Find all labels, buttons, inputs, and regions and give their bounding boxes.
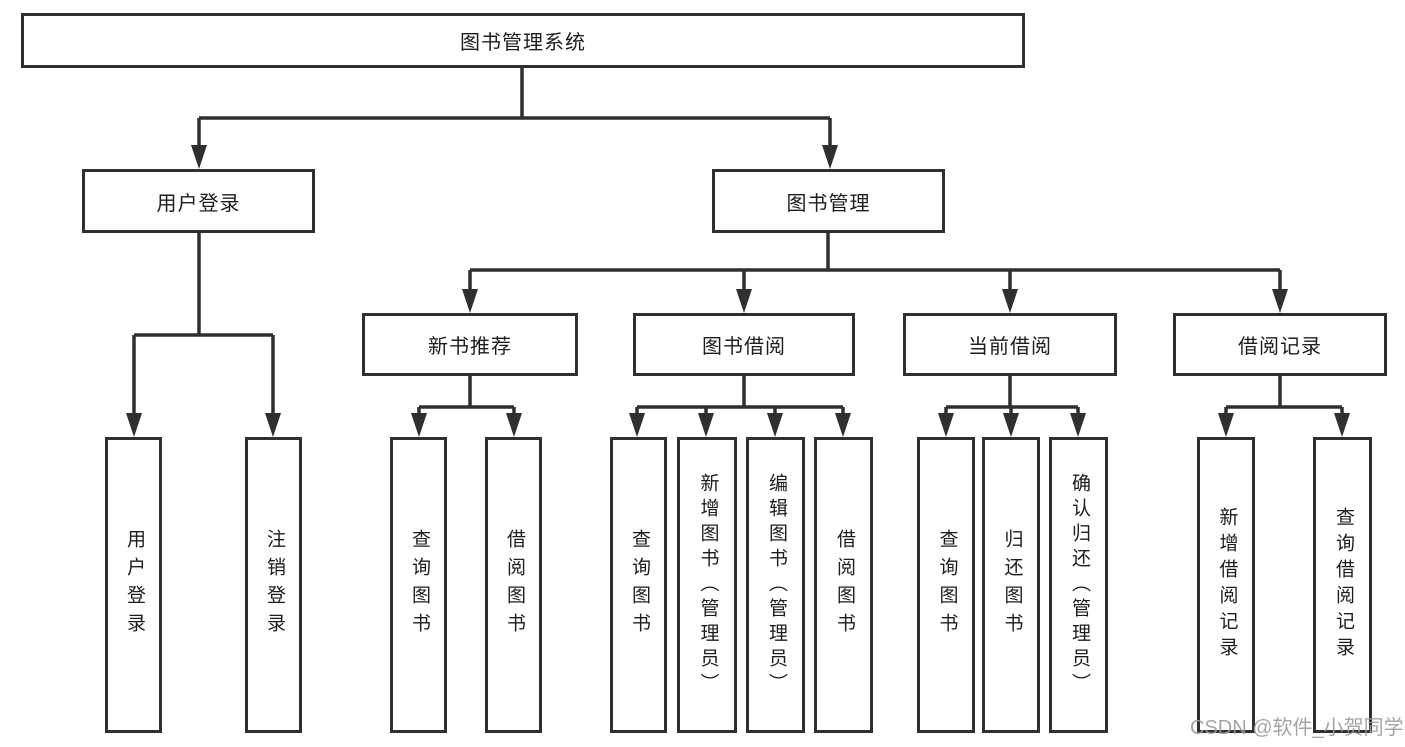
- arrow-down-icon: [411, 413, 427, 437]
- arrow-down-icon: [506, 413, 522, 437]
- arrow-down-icon: [822, 145, 838, 169]
- arrow-down-icon: [629, 413, 645, 437]
- node-borrow-records: 借阅记录: [1173, 313, 1387, 376]
- leaf-return-book: 归还图书: [982, 437, 1040, 733]
- arrow-down-icon: [126, 413, 142, 437]
- arrow-down-icon: [462, 289, 478, 313]
- arrow-down-icon: [767, 413, 783, 437]
- arrow-down-icon: [1218, 413, 1234, 437]
- arrow-down-icon: [1070, 413, 1086, 437]
- node-book-borrow: 图书借阅: [633, 313, 855, 376]
- leaf-edit-book-admin: 编辑图书（管理员）: [746, 437, 805, 733]
- node-new-book-recommend: 新书推荐: [362, 313, 578, 376]
- node-book-management: 图书管理: [712, 169, 945, 233]
- node-current-borrow: 当前借阅: [903, 313, 1117, 376]
- leaf-borrow-book-2: 借阅图书: [814, 437, 873, 733]
- leaf-logout: 注销登录: [245, 437, 302, 733]
- arrow-down-icon: [1003, 413, 1019, 437]
- leaf-query-book-2: 查询图书: [610, 437, 667, 733]
- arrow-down-icon: [835, 413, 851, 437]
- arrow-down-icon: [1272, 289, 1288, 313]
- leaf-borrow-book-1: 借阅图书: [485, 437, 542, 733]
- arrow-down-icon: [265, 413, 281, 437]
- leaf-query-book-3: 查询图书: [917, 437, 975, 733]
- leaf-query-book-1: 查询图书: [390, 437, 447, 733]
- leaf-query-borrow-record: 查询借阅记录: [1313, 437, 1372, 733]
- leaf-add-book-admin: 新增图书（管理员）: [677, 437, 737, 733]
- arrow-down-icon: [191, 145, 207, 169]
- node-root: 图书管理系统: [21, 13, 1025, 68]
- arrow-down-icon: [1334, 413, 1350, 437]
- node-user-login: 用户登录: [82, 169, 315, 233]
- leaf-user-login: 用户登录: [105, 437, 162, 733]
- leaf-confirm-return-admin: 确认归还（管理员）: [1049, 437, 1108, 733]
- arrow-down-icon: [938, 413, 954, 437]
- arrow-down-icon: [736, 289, 752, 313]
- leaf-add-borrow-record: 新增借阅记录: [1197, 437, 1255, 733]
- arrow-down-icon: [698, 413, 714, 437]
- arrow-down-icon: [1002, 289, 1018, 313]
- csdn-watermark: CSDN @软件_小贺同学: [1190, 717, 1404, 739]
